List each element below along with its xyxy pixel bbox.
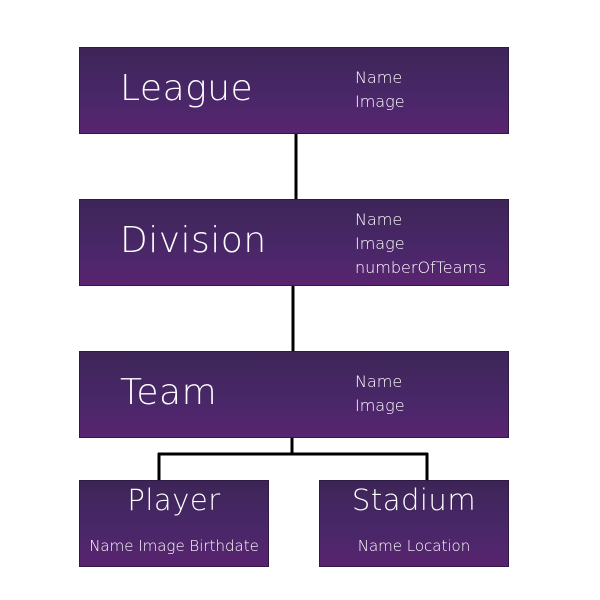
- attribute: numberOfTeams: [355, 258, 487, 277]
- attribute: Image: [355, 234, 405, 253]
- node-attributes: Name Image: [355, 66, 405, 114]
- node-league: League Name Image: [79, 47, 509, 134]
- node-attributes: Name Image: [355, 370, 405, 418]
- node-title: Stadium: [351, 483, 477, 517]
- node-title: League: [120, 68, 254, 109]
- node-title: Team: [120, 372, 218, 413]
- node-stadium: Stadium Name Location: [319, 480, 509, 567]
- node-player: Player Name Image Birthdate: [79, 480, 269, 567]
- node-attributes: Name Image numberOfTeams: [355, 208, 486, 280]
- attribute: Name: [355, 68, 403, 87]
- attribute: Image: [355, 92, 405, 111]
- node-title: Player: [127, 483, 221, 517]
- node-title: Division: [120, 220, 267, 261]
- node-attributes: Name Image Birthdate: [89, 537, 259, 555]
- attribute: Name: [355, 210, 403, 229]
- node-division: Division Name Image numberOfTeams: [79, 199, 509, 286]
- node-team: Team Name Image: [79, 351, 509, 438]
- node-attributes: Name Location: [357, 537, 471, 555]
- attribute: Image: [355, 396, 405, 415]
- attribute: Name: [355, 372, 403, 391]
